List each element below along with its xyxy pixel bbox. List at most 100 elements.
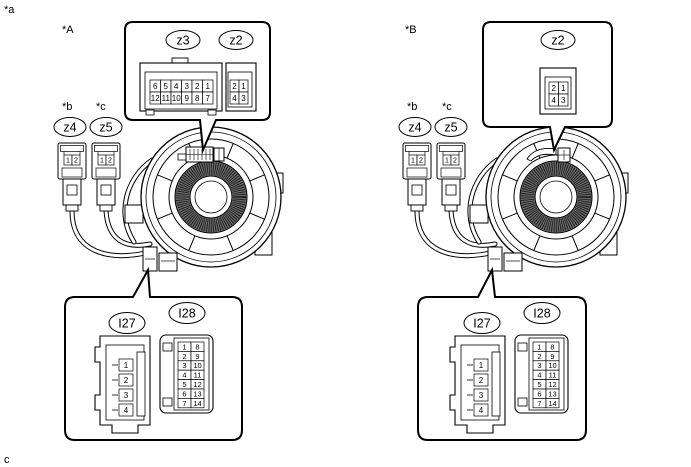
z2-pin-cell	[238, 91, 249, 105]
z5-pin-cell	[105, 154, 115, 166]
I27-pin-cell	[473, 403, 489, 417]
z3-pin-number: 12	[151, 94, 160, 103]
I28-pin-number: 12	[548, 380, 556, 389]
z3-pin-number: 10	[172, 94, 181, 103]
z2-pin-number: 3	[241, 94, 246, 103]
I28-pin-number: 11	[194, 371, 202, 380]
connector-code: z5	[99, 121, 112, 135]
I27-pin-cell	[118, 388, 134, 402]
I28-pin-number: 4	[537, 371, 541, 380]
z3-pin-number: 8	[195, 94, 200, 103]
connector-code-oval	[168, 302, 206, 324]
I28-pin-number: 5	[182, 380, 186, 389]
z2-pin-number: 2	[552, 84, 557, 93]
I27-pin-table: 1 2 3 4	[118, 358, 134, 417]
callout-label: *b	[407, 101, 417, 113]
z5-pin-cell	[450, 154, 460, 166]
connector-code-oval	[165, 30, 201, 50]
connector-code: I27	[118, 317, 135, 331]
I28-pin-number: 10	[193, 361, 201, 370]
z2-pin-number: 2	[232, 82, 237, 91]
I27-pin-number: 3	[479, 391, 484, 400]
z3-pin-number: 2	[195, 82, 200, 91]
connector-code: z5	[444, 121, 457, 135]
z2-pin-number: 1	[241, 82, 246, 91]
z4-pin-cell	[416, 154, 426, 166]
I28-pin-number: 11	[549, 371, 557, 380]
I28-pin-number: 10	[548, 361, 556, 370]
z2-pin-number: 3	[561, 96, 566, 105]
connector-code: z4	[63, 121, 76, 135]
panel-label: *A	[62, 24, 74, 36]
I28-pin-number: 6	[182, 389, 186, 398]
I27-pin-cell	[473, 388, 489, 402]
z3-pin-number: 5	[164, 82, 169, 91]
connector-code-oval	[463, 312, 501, 334]
I27-pin-number: 4	[124, 406, 129, 415]
I27-pin-number: 2	[124, 376, 129, 385]
I27-pin-number: 1	[479, 361, 484, 370]
I27-pin-number: 3	[124, 391, 129, 400]
z3-pin-number: 3	[185, 82, 190, 91]
z4-pin-number: 2	[419, 158, 423, 165]
I27-pin-number: 1	[124, 361, 129, 370]
z3-pin-number: 4	[174, 82, 179, 91]
I28-pin-number: 2	[537, 352, 541, 361]
z4-pin-number: 1	[66, 158, 70, 165]
connector-code: I28	[178, 307, 195, 321]
I28-pin-number: 7	[182, 399, 186, 408]
figure-label-bottom-left: c	[4, 454, 10, 466]
I28-pin-number: 14	[193, 399, 201, 408]
z3-pin-number: 6	[153, 82, 158, 91]
I28-pin-number: 1	[182, 342, 186, 351]
z3-pin-number: 1	[206, 82, 211, 91]
connector-code: I28	[533, 307, 550, 321]
connector-code-oval	[434, 117, 468, 137]
I28-pin-number: 9	[550, 352, 554, 361]
I28-pin-number: 3	[182, 361, 186, 370]
z5-pin-number: 2	[108, 158, 112, 165]
connector-code-oval	[523, 302, 561, 324]
z5-pin-number: 1	[445, 158, 449, 165]
connector-code: z4	[408, 121, 421, 135]
z4-pin-cell	[71, 154, 81, 166]
I28-pin-number: 5	[537, 380, 541, 389]
I28-pin-number: 3	[537, 361, 541, 370]
callout-label: *c	[96, 101, 106, 113]
z4-pin-number: 1	[411, 158, 415, 165]
I28-pin-number: 9	[195, 352, 199, 361]
z3-pin-number: 7	[206, 94, 211, 103]
I28-pin-number: 4	[182, 371, 186, 380]
z5-pin-number: 2	[453, 158, 457, 165]
z5-pin-number: 1	[100, 158, 104, 165]
connector-code-oval	[108, 312, 146, 334]
callout-label: *c	[442, 101, 452, 113]
z3-pin-number: 9	[185, 94, 190, 103]
spiral-top-connectors	[177, 146, 225, 163]
I27-pin-cell	[118, 358, 134, 372]
I27-pin-cell	[118, 403, 134, 417]
z2-pin-number: 1	[561, 84, 566, 93]
connector-code-oval	[540, 30, 576, 50]
connector-code-oval	[53, 117, 87, 137]
I28-pin-number: 2	[182, 352, 186, 361]
I28-pin-number: 8	[195, 342, 199, 351]
I27-pin-number: 2	[479, 376, 484, 385]
I28-pin-number: 12	[193, 380, 201, 389]
connector-code-oval	[218, 30, 254, 50]
spiral-top-connectors	[526, 147, 571, 163]
connector-code: I27	[473, 317, 490, 331]
z3-pin-number: 11	[162, 94, 171, 103]
callout-label: *b	[62, 101, 72, 113]
